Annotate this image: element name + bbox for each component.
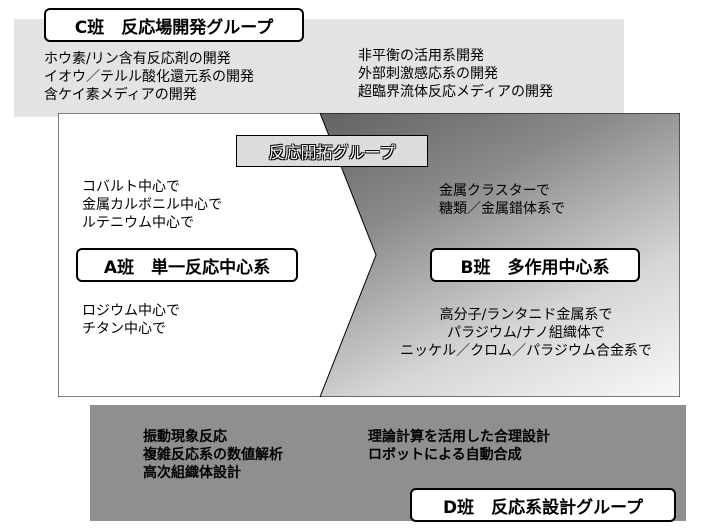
group-b-lower-list: 高分子/ランタニド金属系で パラジウム/ナノ組織体で ニッケル／クロム／パラジウ… — [378, 306, 674, 360]
list-item: 金属クラスターで — [439, 183, 550, 199]
list-item: 複雑反応系の数値解析 — [143, 447, 283, 463]
list-item: 振動現象反応 — [143, 429, 227, 445]
list-item: チタン中心で — [82, 321, 166, 337]
list-item: イオウ／テルル酸化還元系の開発 — [44, 69, 254, 85]
group-d-right-list: 理論計算を活用した合理設計 ロボットによる自動合成 — [368, 428, 550, 464]
list-item: ホウ素/リン含有反応剤の開発 — [44, 51, 231, 67]
list-item: 外部刺激感応系の開発 — [358, 66, 498, 82]
list-item: 金属カルボニル中心で — [82, 197, 222, 213]
list-item: 理論計算を活用した合理設計 — [368, 429, 550, 445]
group-c-title: C班 反応場開発グループ — [44, 8, 304, 42]
group-a-lower-list: ロジウム中心で チタン中心で — [82, 302, 180, 338]
list-item: 非平衡の活用系開発 — [358, 48, 484, 64]
group-c-left-list: ホウ素/リン含有反応剤の開発 イオウ／テルル酸化還元系の開発 含ケイ素メディアの… — [44, 50, 254, 104]
group-a-upper-list: コバルト中心で 金属カルボニル中心で ルテニウム中心で — [82, 178, 222, 232]
list-item: 高分子/ランタニド金属系で — [439, 307, 613, 323]
list-item: コバルト中心で — [82, 179, 180, 195]
list-item: 含ケイ素メディアの開発 — [44, 87, 197, 103]
list-item: 高次組織体設計 — [143, 465, 241, 481]
list-item: ロジウム中心で — [82, 303, 180, 319]
list-item: ロボットによる自動合成 — [368, 447, 522, 463]
list-item: 超臨界流体反応メディアの開発 — [358, 84, 554, 100]
group-d-title: D班 反応系設計グループ — [410, 488, 676, 522]
list-item: ルテニウム中心で — [82, 215, 194, 231]
list-item: ニッケル／クロム／パラジウム合金系で — [400, 343, 652, 359]
center-title: 反応開拓グループ — [236, 135, 428, 167]
group-a-title: A班 単一反応中心系 — [76, 248, 298, 282]
list-item: パラジウム/ナノ組織体で — [447, 325, 605, 341]
group-c-right-list: 非平衡の活用系開発 外部刺激感応系の開発 超臨界流体反応メディアの開発 — [358, 47, 553, 101]
list-item: 糖類／金属錯体系で — [439, 201, 565, 217]
group-b-title: B班 多作用中心系 — [430, 248, 640, 282]
group-b-upper-list: 金属クラスターで 糖類／金属錯体系で — [439, 182, 565, 218]
group-d-left-list: 振動現象反応 複雑反応系の数値解析 高次組織体設計 — [143, 428, 283, 482]
